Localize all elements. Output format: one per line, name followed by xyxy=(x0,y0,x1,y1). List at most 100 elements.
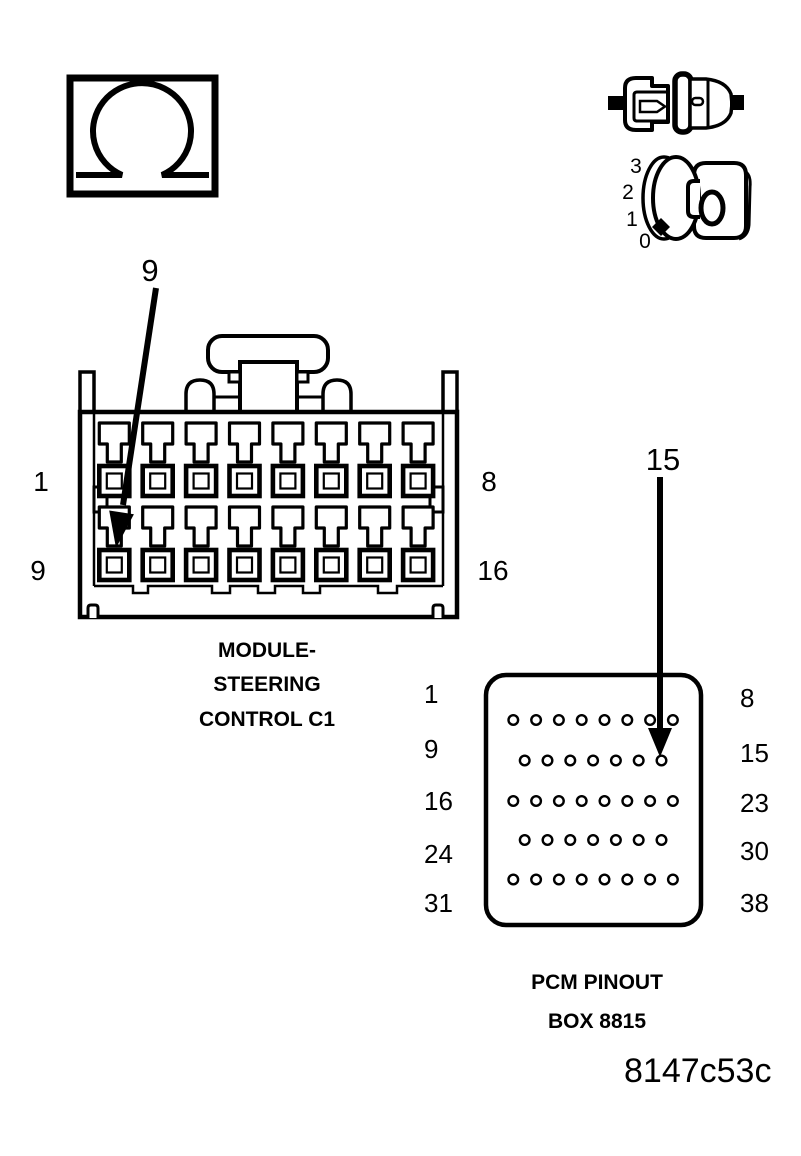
pcm-pin xyxy=(609,834,622,847)
pcm-pin xyxy=(644,795,657,808)
pin-cavity-15 xyxy=(357,505,393,583)
steering-caption-line3: CONTROL C1 xyxy=(199,708,335,731)
pcm-pin xyxy=(666,873,679,886)
pcm-pin xyxy=(587,754,600,767)
shell-post-left xyxy=(78,370,96,418)
pin-square-inner xyxy=(366,556,384,574)
pcm-row-left-label: 1 xyxy=(424,679,438,709)
pcm-pin xyxy=(644,714,657,727)
pcm-caption-line1: PCM PINOUT xyxy=(531,971,663,994)
pin-square-inner xyxy=(105,556,123,574)
latch-foot-right xyxy=(295,370,310,384)
pin-square-inner xyxy=(192,556,210,574)
steering-caption-line1: MODULE- xyxy=(218,639,316,662)
pcm-pin xyxy=(575,714,588,727)
pin-square-inner xyxy=(279,472,297,490)
pin-keyhole xyxy=(358,421,392,464)
pin-square-inner xyxy=(322,472,340,490)
pcm-pin xyxy=(552,795,565,808)
pin-square-inner xyxy=(192,472,210,490)
steering-row2-left-label: 9 xyxy=(30,555,46,586)
meter-dial-symbol: 3 2 1 0 xyxy=(622,155,752,253)
shell-inner-bottom xyxy=(94,584,443,595)
pin15-callout-label: 15 xyxy=(646,442,680,477)
pin-cavity-3 xyxy=(183,421,219,499)
steering-caption-line2: STEERING xyxy=(213,673,320,696)
ohmmeter-symbol xyxy=(66,74,219,198)
pin-cavity-11 xyxy=(183,505,219,583)
pin-cavity-13 xyxy=(270,505,306,583)
guide-bump-left xyxy=(184,378,216,414)
pcm-pin xyxy=(644,873,657,886)
dial-tick-3: 3 xyxy=(630,155,642,178)
pcm-pin xyxy=(507,714,520,727)
steering-connector-caption: MODULE- STEERING CONTROL C1 xyxy=(199,639,335,731)
pcm-row-right-label: 38 xyxy=(740,888,769,918)
pcm-pin xyxy=(530,714,543,727)
shell-bottom-notch-left xyxy=(86,603,100,618)
pin-keyhole xyxy=(314,421,348,464)
pin-square-outer xyxy=(357,547,393,583)
pin-keyhole xyxy=(184,421,218,464)
pin-square-inner xyxy=(279,556,297,574)
steering-row2-right-label: 16 xyxy=(477,555,508,586)
pcm-row-right-label: 23 xyxy=(740,788,769,818)
pcm-pin xyxy=(507,795,520,808)
pin-cavity-12 xyxy=(227,505,262,583)
pcm-row-left-label: 31 xyxy=(424,888,453,918)
steering-connector-pin-grid xyxy=(97,421,436,583)
steering-row1-left-label: 1 xyxy=(33,466,49,497)
pcm-pin xyxy=(530,873,543,886)
pcm-row-left-label: 9 xyxy=(424,734,438,764)
pin-keyhole xyxy=(271,421,305,464)
pin-square-inner xyxy=(105,472,123,490)
pin-keyhole xyxy=(271,505,305,548)
latch-stem xyxy=(238,360,299,416)
pcm-row-left-label: 16 xyxy=(424,786,453,816)
pin-cavity-10 xyxy=(140,505,175,583)
pin-keyhole xyxy=(141,505,175,548)
terminal-cavity xyxy=(632,90,666,123)
pcm-pin xyxy=(575,873,588,886)
pin-square-inner xyxy=(322,556,340,574)
pcm-pin-grid xyxy=(507,714,679,886)
pin-keyhole xyxy=(141,421,175,464)
pcm-row-right-label: 15 xyxy=(740,738,769,768)
dial-tick-0: 0 xyxy=(639,230,651,253)
pin-square-outer xyxy=(97,547,132,583)
pcm-pin xyxy=(621,873,634,886)
figure-code: 8147c53c xyxy=(624,1052,771,1090)
pin-cavity-4 xyxy=(227,421,262,499)
pcm-pin xyxy=(598,795,611,808)
pin9-callout: 9 xyxy=(109,253,159,548)
pcm-row-left-label: 24 xyxy=(424,839,453,869)
pin-keyhole xyxy=(97,421,131,464)
steering-row1-right-label: 8 xyxy=(481,466,497,497)
pcm-pin xyxy=(575,795,588,808)
pin-cavity-16 xyxy=(400,505,436,583)
pin-keyhole xyxy=(401,421,435,464)
pin-cavity-8 xyxy=(400,421,436,499)
pcm-row-right-label: 8 xyxy=(740,683,754,713)
dial-zero-window xyxy=(698,189,726,227)
pin-square-inner xyxy=(409,556,427,574)
pin-square-inner xyxy=(366,472,384,490)
pcm-caption-line2: BOX 8815 xyxy=(548,1010,646,1033)
pin-square-inner xyxy=(235,472,254,490)
dial-plate-edge xyxy=(738,170,752,241)
pin9-arrow-shaft xyxy=(120,287,159,506)
pin-keyhole xyxy=(227,505,262,548)
pin-square-inner xyxy=(409,472,427,490)
wire-stub-left xyxy=(608,96,626,110)
pcm-pin xyxy=(655,754,668,767)
pin-square-inner xyxy=(149,472,167,490)
wire-stub-right xyxy=(730,95,744,110)
pcm-pin xyxy=(564,754,577,767)
pin-cavity-2 xyxy=(140,421,175,499)
dial-tick-1: 1 xyxy=(626,208,638,231)
pin-keyhole xyxy=(227,421,262,464)
shell-post-right xyxy=(441,370,459,418)
